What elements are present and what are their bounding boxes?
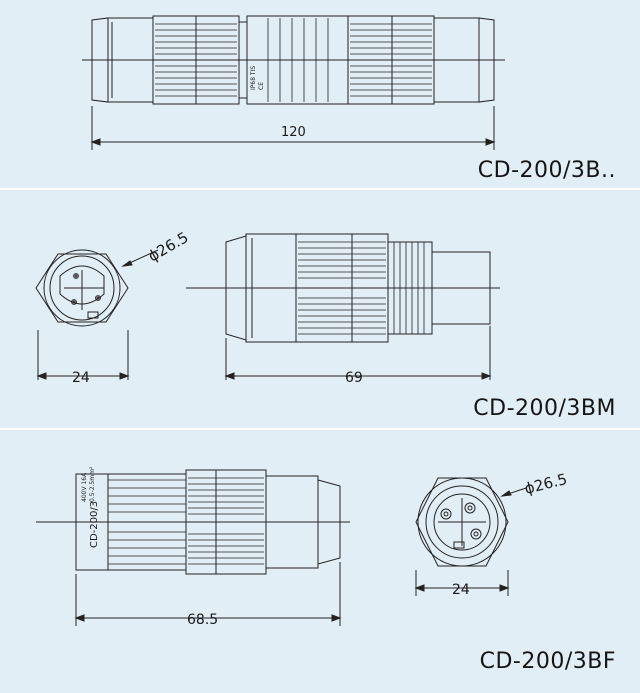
model-label: CD-200/3B.. — [477, 158, 616, 183]
model-label: CD-200/3BM — [473, 396, 616, 421]
rating-wire: 0.5-2.5mm² — [89, 466, 96, 502]
dimension-width: 24 — [72, 370, 90, 386]
dimension-length: 69 — [345, 370, 363, 386]
section-cd-200-3bf: CD-200/3 400V 16A 0.5-2.5mm² 68.5 ϕ26.5 … — [0, 430, 640, 693]
dimension-diameter: ϕ26.5 — [145, 228, 191, 265]
rating-voltage: 400V 16A — [81, 472, 88, 502]
drawing-cd-200-3bm: ϕ26.5 24 69 — [35, 228, 500, 386]
section-cd-200-3bm: ϕ26.5 24 69 CD-200/3BM — [0, 190, 640, 428]
drawing-cd-200-3b: IP68 TIS CE 120 — [82, 15, 505, 150]
dimension-length: 120 — [281, 125, 306, 140]
dimension-length: 68.5 — [187, 612, 218, 628]
drawing-cd-200-3bf: CD-200/3 400V 16A 0.5-2.5mm² 68.5 ϕ26.5 … — [36, 466, 569, 628]
model-label: CD-200/3BF — [479, 649, 616, 674]
section-cd-200-3b: IP68 TIS CE 120 CD-200/3B.. — [0, 0, 640, 188]
body-label: CD-200/3 — [89, 501, 100, 548]
section-divider — [0, 188, 640, 190]
dimension-width: 24 — [452, 582, 470, 598]
dimension-diameter: ϕ26.5 — [523, 470, 569, 498]
section-divider — [0, 428, 640, 430]
marking-ip68: IP68 TIS — [250, 66, 257, 90]
marking-ce: CE — [258, 82, 265, 90]
